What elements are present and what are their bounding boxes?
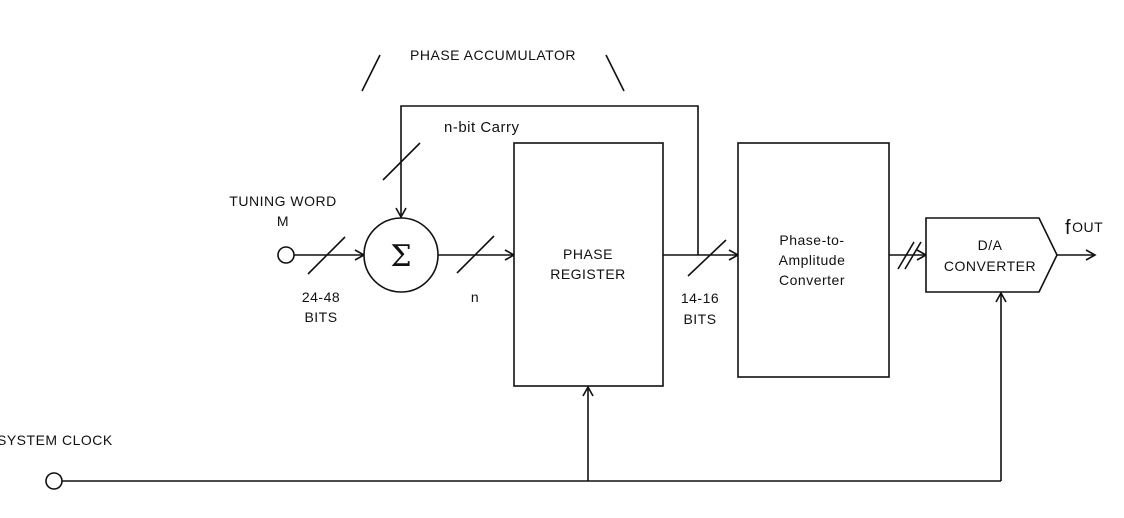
accumulator-bracket-right [605,54,625,92]
tuning-word-m-label: M [277,213,289,229]
n-bus-slash [456,235,495,274]
tuning-bus-slash [307,236,346,275]
bits-in-label-2: BITS [304,309,337,325]
bits-out-label-1: 14-16 [681,290,719,306]
accumulator-bracket-left [361,54,381,92]
carry-label: n-bit Carry [444,119,520,136]
tuning-word-input-terminal [277,246,295,264]
phase-to-amplitude-block [737,142,890,378]
carry-bus-slash [382,142,421,181]
phase-register-label-2: REGISTER [550,266,626,282]
p2a-label-1: Phase-to- [779,232,844,248]
phase-register-block [513,142,664,387]
p2a-label-3: Converter [779,272,845,288]
dac-label-2: CONVERTER [944,258,1036,274]
bits-in-label-1: 24-48 [302,289,340,305]
n-label: n [471,289,479,305]
dac-label-1: D/A [978,237,1003,253]
amplitude-bus-slash-2 [904,241,922,270]
tuning-word-label: TUNING WORD [229,193,336,209]
p2a-label-2: Amplitude [779,252,846,268]
phase-output-bus-slash [687,239,727,277]
phase-accumulator-label: PHASE ACCUMULATOR [410,47,576,63]
phase-register-label-1: PHASE [563,246,613,262]
sigma-icon: Σ [390,239,411,274]
fout-label: fOUT [1065,217,1103,239]
fout-subscript: OUT [1072,219,1103,235]
system-clock-terminal [45,472,63,490]
bits-out-label-2: BITS [683,311,716,327]
fout-main: f [1065,217,1071,239]
amplitude-bus-slash-1 [897,241,915,270]
system-clock-label: SYSTEM CLOCK [0,432,113,448]
dac-block [925,217,1058,293]
